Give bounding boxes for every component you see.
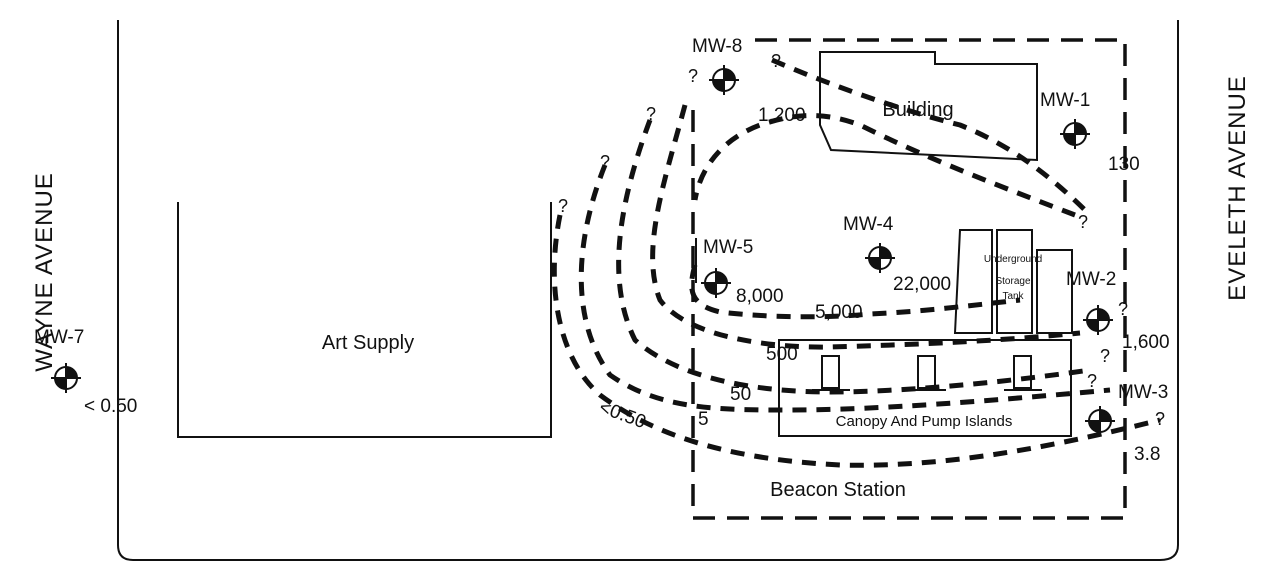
well-value-mw7: < 0.50: [84, 396, 137, 417]
well-label-mw4: MW-4: [843, 214, 894, 235]
well-mw3: [1085, 406, 1115, 436]
well-label-mw5: MW-5: [703, 237, 753, 258]
svg-text:?: ?: [1100, 346, 1110, 366]
well-mw1: [1060, 119, 1090, 149]
ust-label-line3: Tank: [1002, 291, 1024, 302]
wayne-avenue-label: WAYNE AVENUE: [31, 172, 58, 372]
ust-label-line2: Storage: [995, 276, 1030, 287]
well-value-mw4: 22,000: [893, 274, 951, 295]
beacon-station-label: Beacon Station: [770, 479, 906, 501]
contour-500: [650, 104, 1081, 350]
well-label-mw7: MW-7: [34, 327, 84, 348]
isoconcentration-contours: [551, 57, 1161, 468]
well-label-mw3: MW-3: [1118, 382, 1168, 403]
uncertain-markers: ? ? ? ? ? ? ? ? ? ?: [558, 51, 1165, 429]
well-label-mw2: MW-2: [1066, 269, 1116, 290]
ust-label-line1: Underground: [984, 254, 1042, 265]
svg-text:?: ?: [688, 66, 698, 86]
contour-label-500: 500: [766, 344, 798, 365]
street-boundary: [117, 20, 1179, 561]
pump-islands: [812, 355, 1042, 391]
contour-label-50: 50: [730, 384, 751, 405]
well-mw8: [709, 65, 739, 95]
contour-label-1200: 1,200: [758, 105, 806, 126]
well-value-mw2: 1,600: [1122, 332, 1170, 353]
art-supply-label: Art Supply: [322, 332, 414, 354]
eveleth-avenue-label: EVELETH AVENUE: [1224, 75, 1251, 301]
contour-5000: [689, 264, 1021, 320]
well-value-mw5: 8,000: [736, 286, 784, 307]
well-mw5: [701, 268, 731, 298]
well-label-mw8: MW-8: [692, 36, 742, 57]
beacon-site-boundary: [691, 38, 1127, 520]
svg-text:?: ?: [1155, 409, 1165, 429]
svg-text:?: ?: [558, 196, 568, 216]
svg-text:?: ?: [771, 51, 781, 71]
contour-label-5: 5: [698, 409, 709, 430]
contour-50: [616, 119, 1091, 395]
contour-label-lt050: <0.50: [596, 397, 648, 433]
canopy-outline: [778, 339, 1072, 437]
svg-text:?: ?: [1087, 371, 1097, 391]
svg-text:?: ?: [1078, 212, 1088, 232]
well-value-mw3: 3.8: [1134, 444, 1160, 465]
art-supply-outline: [177, 202, 552, 438]
underground-storage-tanks: Underground Storage Tank: [953, 229, 1073, 334]
contour-label-5000: 5,000: [815, 302, 863, 323]
svg-text:?: ?: [600, 152, 610, 172]
well-mw4: [865, 243, 895, 273]
station-building-outline: [819, 51, 1038, 162]
svg-text:?: ?: [1118, 299, 1128, 319]
svg-text:?: ?: [646, 104, 656, 124]
contour-labels: 1,200 5,000 500 50 5 <0.50: [596, 105, 862, 433]
contour-5: [578, 164, 1111, 413]
well-mw2: [1083, 305, 1113, 335]
well-mw7: [51, 363, 81, 393]
building-label: Building: [882, 99, 953, 121]
canopy-label: Canopy And Pump Islands: [836, 413, 1013, 430]
contour-lt050: [551, 214, 1161, 468]
well-value-mw1: 130: [1108, 154, 1140, 175]
well-label-mw1: MW-1: [1040, 90, 1090, 111]
contour-1200: [692, 57, 1092, 218]
